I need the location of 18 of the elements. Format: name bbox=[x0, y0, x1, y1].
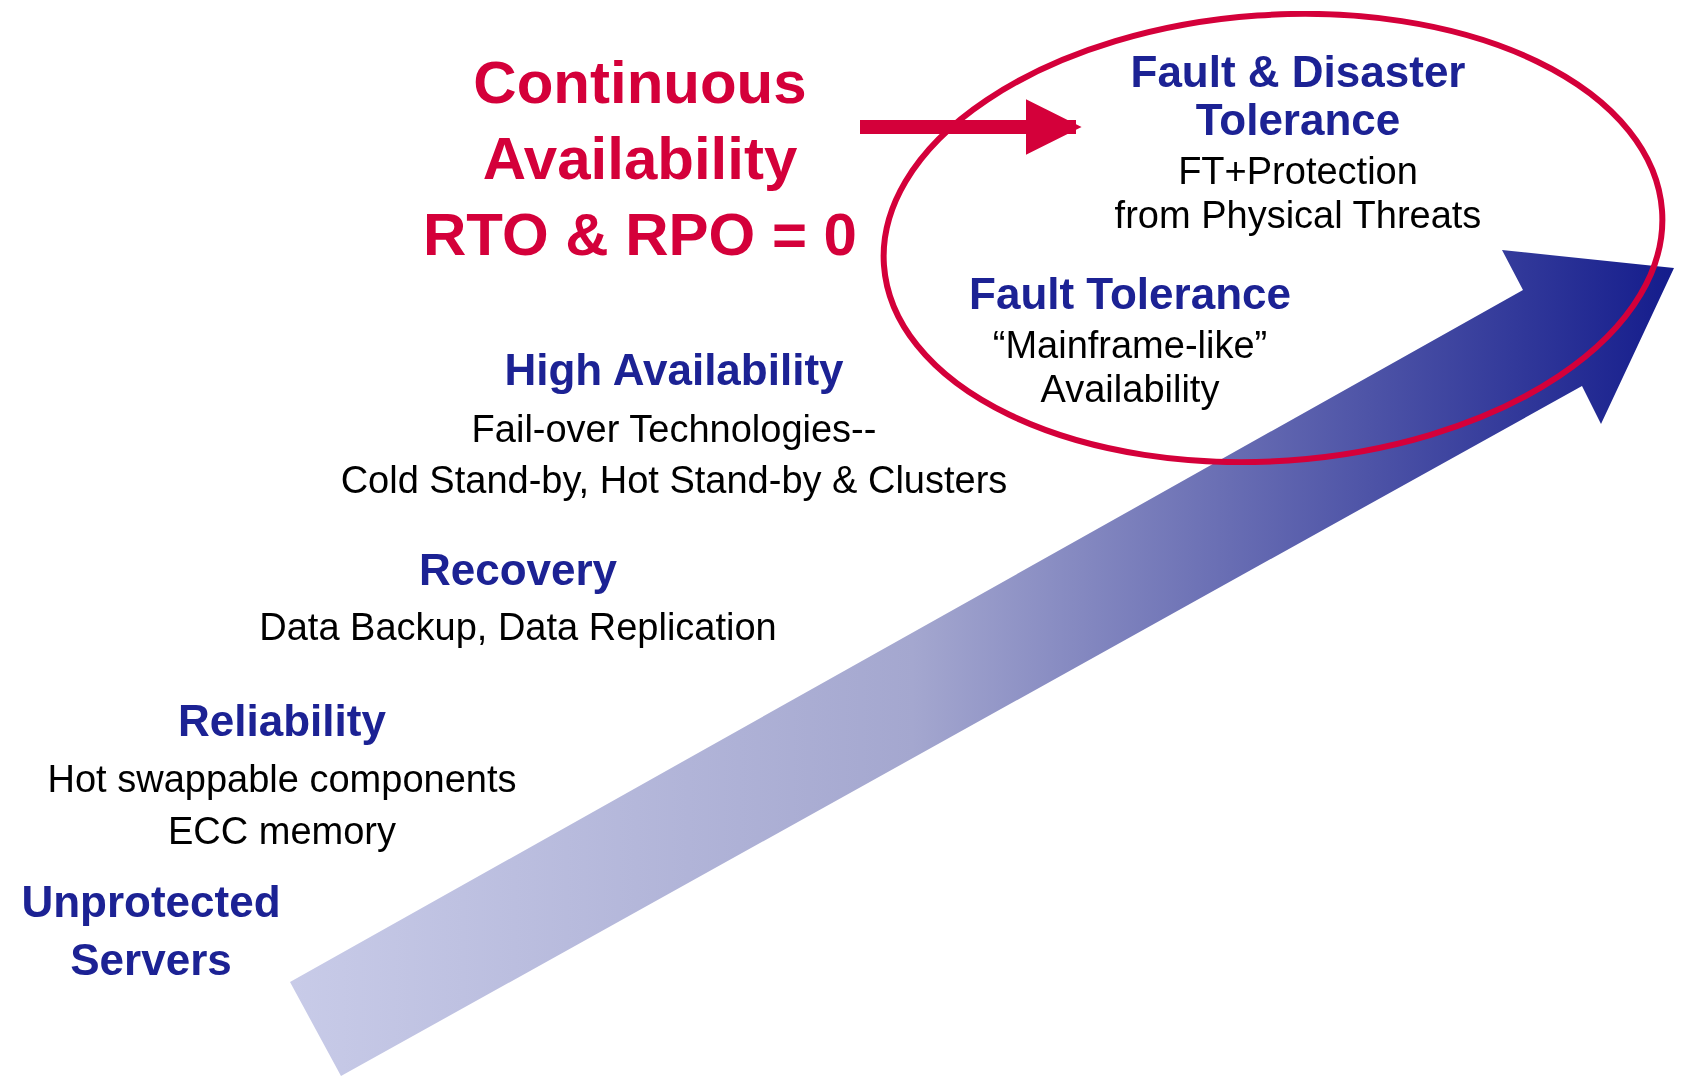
headline-text: RTO & RPO = 0 bbox=[422, 200, 858, 270]
headline-text: Continuous Availability bbox=[472, 48, 808, 194]
tier-description: Cold Stand-by, Hot Stand-by & Clusters bbox=[340, 458, 1008, 503]
tier-description: from Physical Threats bbox=[1113, 193, 1483, 238]
tier-heading: Unprotected Servers bbox=[20, 876, 282, 986]
tier-heading: Fault Tolerance bbox=[968, 270, 1292, 318]
tier-heading: Recovery bbox=[418, 546, 618, 594]
tier-heading: Reliability bbox=[178, 697, 386, 745]
tier-description: Availability bbox=[1039, 367, 1221, 412]
tier-description: FT+Protection bbox=[1177, 149, 1419, 194]
tier-description: Hot swappable components bbox=[47, 757, 517, 802]
tier-description: Data Backup, Data Replication bbox=[259, 605, 777, 650]
tier-description: Fail-over Technologies-- bbox=[471, 407, 877, 452]
arrow bbox=[860, 99, 1082, 155]
tier-description: ECC memory bbox=[168, 809, 396, 854]
tier-description: “Mainframe-like” bbox=[991, 323, 1269, 368]
tier-heading: High Availability bbox=[504, 346, 844, 394]
tier-heading: Fault & Disaster Tolerance bbox=[1129, 48, 1467, 144]
